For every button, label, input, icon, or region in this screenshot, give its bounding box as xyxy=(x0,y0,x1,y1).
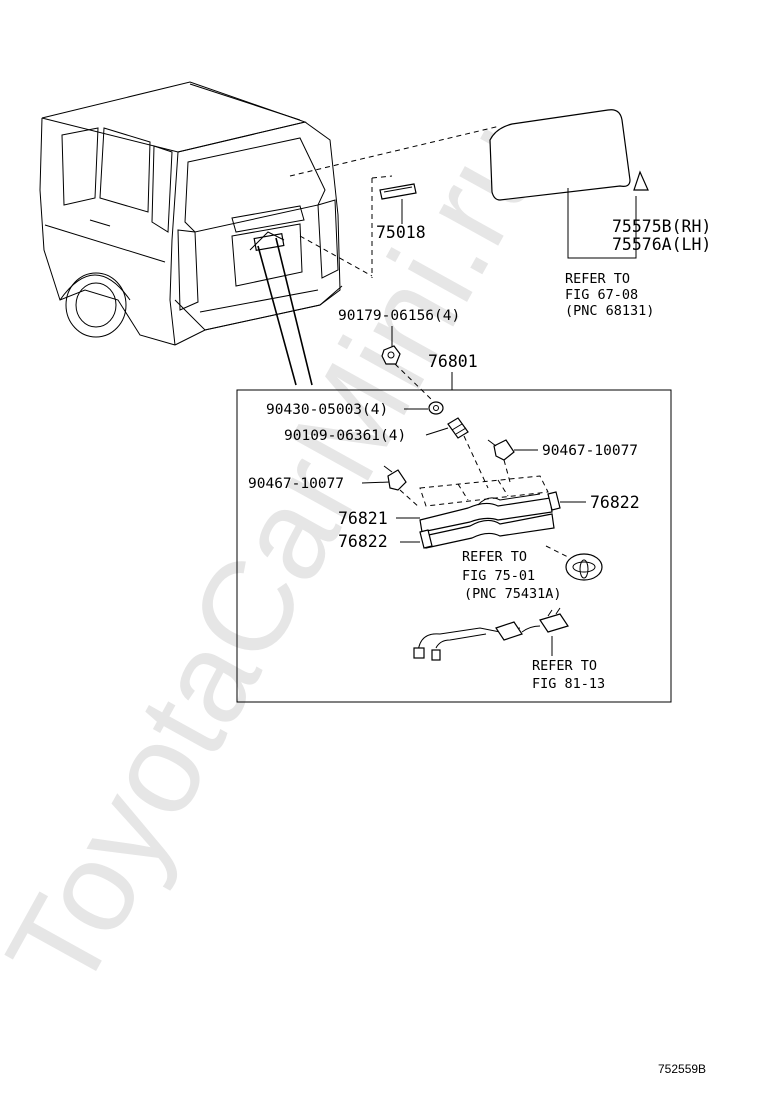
label-90467-right: 90467-10077 xyxy=(542,443,638,459)
ref-75-line2: FIG 75-01 xyxy=(462,568,535,584)
ref-75-line1: REFER TO xyxy=(462,549,527,565)
label-90109: 90109-06361(4) xyxy=(284,428,406,444)
label-76801: 76801 xyxy=(428,352,478,371)
figure-id: 752559B xyxy=(658,1062,706,1076)
nut-90179 xyxy=(381,345,401,365)
ref-81-line1: REFER TO xyxy=(532,658,597,674)
part-75018-emblem xyxy=(379,183,417,200)
callout-arrow xyxy=(257,237,313,386)
pad-76822-right xyxy=(547,491,561,511)
garnish-76821 xyxy=(419,493,555,549)
license-lamp-harness xyxy=(413,607,569,661)
label-90179: 90179-06156(4) xyxy=(338,308,460,324)
label-76822-left: 76822 xyxy=(338,532,388,551)
label-76821: 76821 xyxy=(338,509,388,528)
clip-90467-left xyxy=(383,465,407,491)
ref-75-line3: (PNC 75431A) xyxy=(464,586,562,602)
ref-67-line3: (PNC 68131) xyxy=(565,303,654,319)
ref-67-line2: FIG 67-08 xyxy=(565,287,638,303)
emblem-icon xyxy=(565,553,603,581)
label-75018: 75018 xyxy=(376,223,426,242)
vehicle-illustration xyxy=(39,81,343,346)
screw-90109 xyxy=(447,417,469,439)
washer-90430 xyxy=(428,401,444,415)
label-75575B: 75575B(RH) xyxy=(612,217,711,236)
ref-81-line2: FIG 81-13 xyxy=(532,676,605,692)
label-90430: 90430-05003(4) xyxy=(266,402,388,418)
assembly-76801-frame xyxy=(236,389,672,703)
back-door-glass xyxy=(489,109,649,201)
pad-76822-left xyxy=(419,529,433,549)
label-76822-right: 76822 xyxy=(590,493,640,512)
label-75576A: 75576A(LH) xyxy=(612,235,711,254)
label-90467-left: 90467-10077 xyxy=(248,476,344,492)
ref-67-line1: REFER TO xyxy=(565,271,630,287)
clip-90467-right xyxy=(487,439,515,461)
